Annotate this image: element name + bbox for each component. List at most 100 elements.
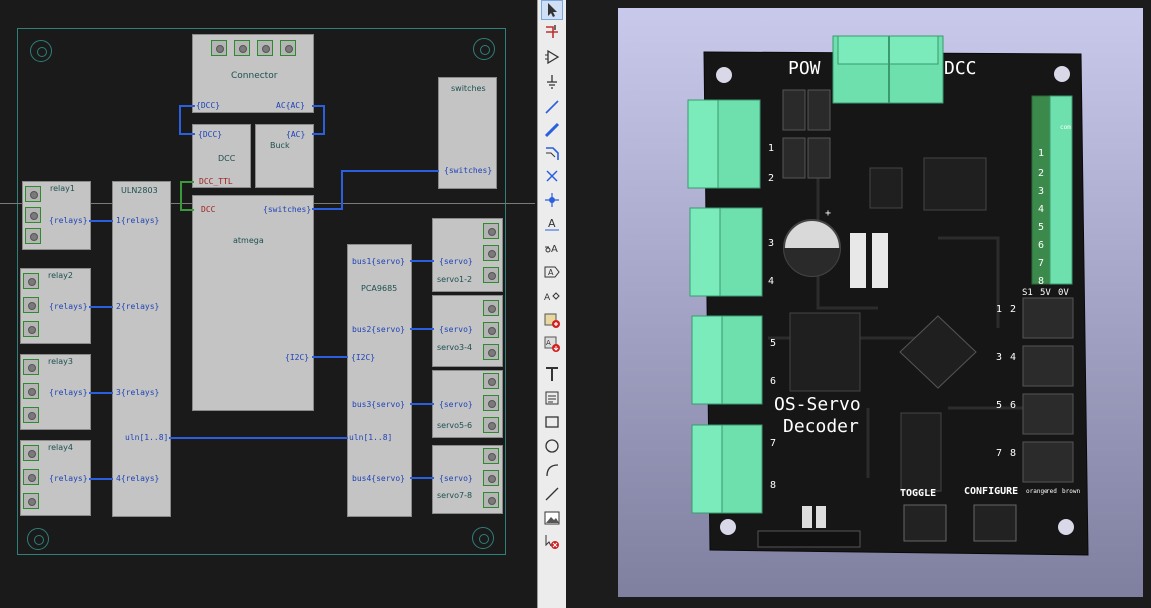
import-sheet-pin-icon[interactable]: A bbox=[541, 334, 563, 354]
servo-terminal bbox=[483, 373, 499, 389]
wire[interactable] bbox=[410, 260, 434, 262]
relay-pin: {relays} bbox=[49, 388, 88, 397]
wire[interactable] bbox=[169, 437, 348, 439]
wire[interactable] bbox=[89, 306, 113, 308]
line-icon[interactable] bbox=[541, 484, 563, 504]
wire[interactable] bbox=[323, 105, 325, 135]
junction-icon[interactable] bbox=[541, 190, 563, 210]
uln2803-block[interactable]: ULN2803 1{relays} 2{relays} 3{relays} 4{… bbox=[112, 181, 171, 517]
relay-terminal bbox=[25, 228, 41, 244]
servo-terminal bbox=[483, 267, 499, 283]
terminal-number: 4 bbox=[1038, 204, 1045, 215]
servo-title: servo7-8 bbox=[437, 491, 473, 500]
pca9685-block[interactable]: bus1{servo} PCA9685 bus2{servo} {I2C} bu… bbox=[347, 244, 412, 517]
wire[interactable] bbox=[89, 220, 113, 222]
servo-terminal bbox=[483, 344, 499, 360]
delete-icon[interactable] bbox=[541, 532, 563, 552]
wire[interactable] bbox=[410, 477, 434, 479]
uln-relay-pin: 4{relays} bbox=[116, 474, 160, 483]
relay2-block[interactable]: relay2 {relays} bbox=[20, 268, 91, 344]
pcb-label-configure: CONFIGURE bbox=[964, 486, 1019, 497]
arc-icon[interactable] bbox=[541, 460, 563, 480]
highlight-net-icon[interactable] bbox=[541, 22, 563, 42]
relay4-block[interactable]: relay4 {relays} bbox=[20, 440, 91, 516]
switches-block[interactable]: switches {switches} bbox=[438, 77, 497, 189]
net-label-icon[interactable]: A bbox=[541, 214, 563, 234]
wire[interactable] bbox=[341, 170, 343, 210]
servo-terminal bbox=[483, 245, 499, 261]
wire[interactable] bbox=[312, 208, 342, 210]
wire[interactable] bbox=[410, 328, 434, 330]
wire[interactable] bbox=[312, 105, 324, 107]
wire[interactable] bbox=[179, 105, 181, 135]
servo3-4-block[interactable]: {servo} servo3-4 bbox=[432, 295, 503, 367]
hier-pin-icon[interactable]: A bbox=[541, 286, 563, 306]
wire-label: red bbox=[1046, 488, 1057, 495]
dcc-block[interactable]: {DCC} DCC DCC_TTL bbox=[192, 124, 251, 188]
circle-icon[interactable] bbox=[541, 436, 563, 456]
servo-terminal bbox=[483, 492, 499, 508]
atmega-title: atmega bbox=[233, 236, 264, 245]
servo-pin: {servo} bbox=[439, 400, 473, 409]
textbox-icon[interactable] bbox=[541, 388, 563, 408]
add-symbol-icon[interactable] bbox=[541, 47, 563, 67]
terminal-number: 2 bbox=[1038, 168, 1045, 179]
connector-terminal bbox=[280, 40, 296, 56]
connector-terminal bbox=[211, 40, 227, 56]
draw-wire-icon[interactable] bbox=[541, 97, 563, 117]
hier-label-icon[interactable]: A bbox=[541, 262, 563, 282]
global-label-icon[interactable]: A bbox=[541, 238, 563, 258]
wire[interactable] bbox=[341, 170, 439, 172]
dcc-ttl-wire[interactable] bbox=[180, 209, 194, 211]
connector-terminal bbox=[257, 40, 273, 56]
relay1-block[interactable]: relay1 {relays} bbox=[22, 181, 91, 250]
pcb-title-line2: Decoder bbox=[783, 416, 859, 437]
uln-relay-pin: 1{relays} bbox=[116, 216, 160, 225]
servo-terminal bbox=[483, 300, 499, 316]
connector-block[interactable]: Connector {DCC} AC{AC} bbox=[192, 34, 314, 113]
atmega-block[interactable]: DCC {switches} atmega {I2C} bbox=[192, 195, 314, 411]
servo1-2-block[interactable]: {servo} servo1-2 bbox=[432, 218, 503, 292]
wire[interactable] bbox=[410, 403, 434, 405]
draw-bus-icon[interactable] bbox=[541, 120, 563, 140]
relay-terminal bbox=[23, 383, 39, 399]
svg-text:A: A bbox=[546, 339, 551, 347]
buck-block[interactable]: {AC} Buck bbox=[255, 124, 314, 188]
rectangle-icon[interactable] bbox=[541, 412, 563, 432]
wire[interactable] bbox=[179, 105, 195, 107]
wire[interactable] bbox=[179, 133, 195, 135]
add-sheet-icon[interactable] bbox=[541, 310, 563, 330]
servo-pin: {servo} bbox=[439, 257, 473, 266]
servo5-6-block[interactable]: {servo} servo5-6 bbox=[432, 370, 503, 438]
servo-title: servo5-6 bbox=[437, 421, 473, 430]
image-icon[interactable] bbox=[541, 508, 563, 528]
wire[interactable] bbox=[89, 478, 113, 480]
bus-entry-icon[interactable] bbox=[541, 143, 563, 163]
mounting-hole-tr bbox=[473, 38, 495, 60]
wire[interactable] bbox=[312, 133, 324, 135]
header-label: 0V bbox=[1058, 288, 1069, 298]
3d-viewer: POW DCC OS-Servo Decoder TOGGLE CONFIGUR… bbox=[566, 0, 1151, 608]
header-number: 5 bbox=[996, 400, 1003, 411]
atmega-i2c-pin: {I2C} bbox=[285, 353, 310, 362]
terminal-number: 7 bbox=[1038, 258, 1045, 269]
svg-text:A: A bbox=[551, 244, 558, 255]
pca-bus-pin: bus4{servo} bbox=[352, 474, 405, 483]
relay-number: 3 bbox=[768, 238, 775, 249]
add-power-icon[interactable] bbox=[541, 72, 563, 92]
schematic-editor-canvas[interactable]: Connector {DCC} AC{AC} {DCC} DCC DCC_TTL… bbox=[0, 0, 535, 608]
relay-terminal bbox=[23, 359, 39, 375]
wire[interactable] bbox=[312, 356, 348, 358]
connector-terminal bbox=[234, 40, 250, 56]
wire[interactable] bbox=[89, 392, 113, 394]
relay3-block[interactable]: relay3 {relays} bbox=[20, 354, 91, 430]
text-icon[interactable] bbox=[541, 364, 563, 384]
dcc-ttl-wire[interactable] bbox=[180, 181, 194, 183]
dcc-ttl-wire[interactable] bbox=[180, 181, 182, 211]
servo7-8-block[interactable]: {servo} servo7-8 bbox=[432, 445, 503, 514]
mounting-hole-br bbox=[472, 527, 494, 549]
3d-viewport[interactable]: POW DCC OS-Servo Decoder TOGGLE CONFIGUR… bbox=[618, 8, 1143, 597]
no-connect-icon[interactable] bbox=[541, 166, 563, 186]
select-icon[interactable] bbox=[541, 0, 563, 20]
relay-number: 2 bbox=[768, 173, 775, 184]
